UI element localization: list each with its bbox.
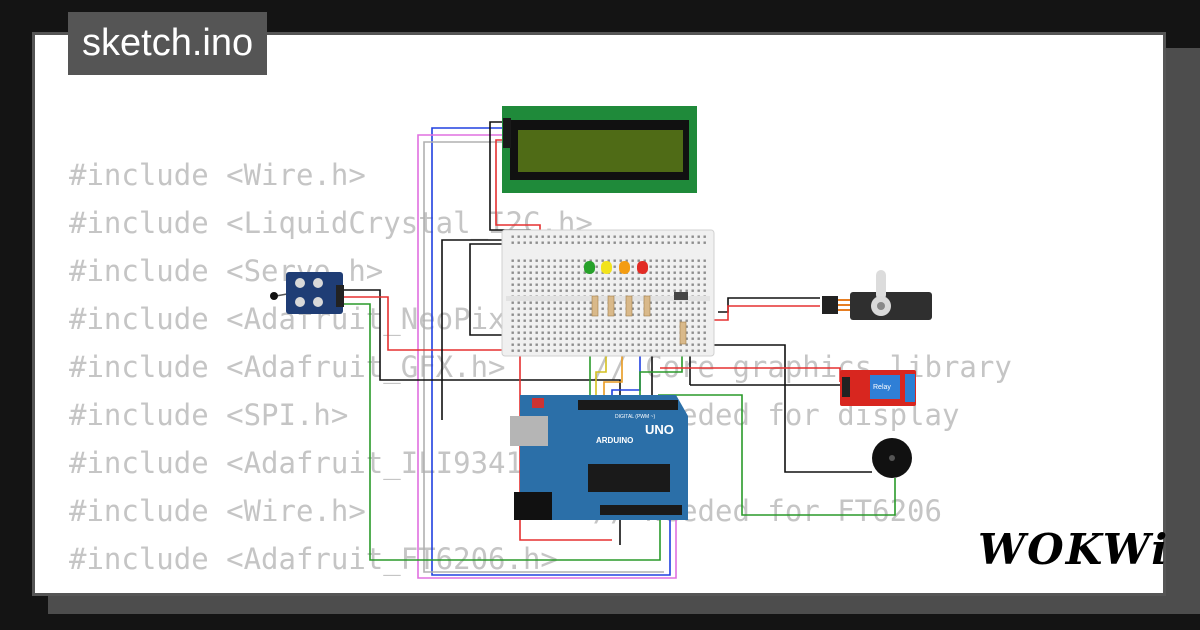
buzzer	[872, 438, 912, 478]
relay-module: Relay	[840, 370, 916, 406]
wokwi-logo: WOKWi	[978, 525, 1170, 574]
code-line: #include <Wire.h> // Needed for FT6206	[69, 494, 942, 528]
breadboard	[501, 229, 715, 357]
led-array	[584, 261, 648, 274]
led-yellow	[601, 261, 612, 274]
led-red	[637, 261, 648, 274]
code-line: #include <Wire.h>	[69, 158, 366, 192]
board-brand: ARDUINO	[596, 436, 633, 445]
code-line: #include <Adafruit_FT6206.h>	[69, 542, 558, 576]
temperature-sensor	[270, 272, 344, 314]
relay-label: Relay	[873, 384, 891, 391]
code-line: #include <SPI.h> // Needed for display	[69, 398, 960, 432]
arduino-uno: UNO ARDUINO DIGITAL (PWM ~)	[510, 395, 688, 520]
board-label: UNO	[645, 422, 674, 437]
sketch-title: sketch.ino	[68, 12, 268, 75]
code-preview: #include <Wire.h> #include <LiquidCrysta…	[69, 151, 1012, 583]
resistors	[591, 295, 687, 345]
board-header-label: DIGITAL (PWM ~)	[615, 414, 655, 420]
code-line: #include <LiquidCrystal_I2C.h>	[69, 206, 593, 240]
led-orange	[619, 261, 630, 274]
servo-motor	[822, 270, 932, 320]
code-line: #include <Adafruit_ILI9341.h>	[69, 446, 576, 480]
led-green	[584, 261, 595, 274]
code-line: #include <Adafruit_GFX.h> // Core graphi…	[69, 350, 1012, 384]
push-button	[674, 292, 688, 300]
lcd-display	[502, 106, 697, 193]
